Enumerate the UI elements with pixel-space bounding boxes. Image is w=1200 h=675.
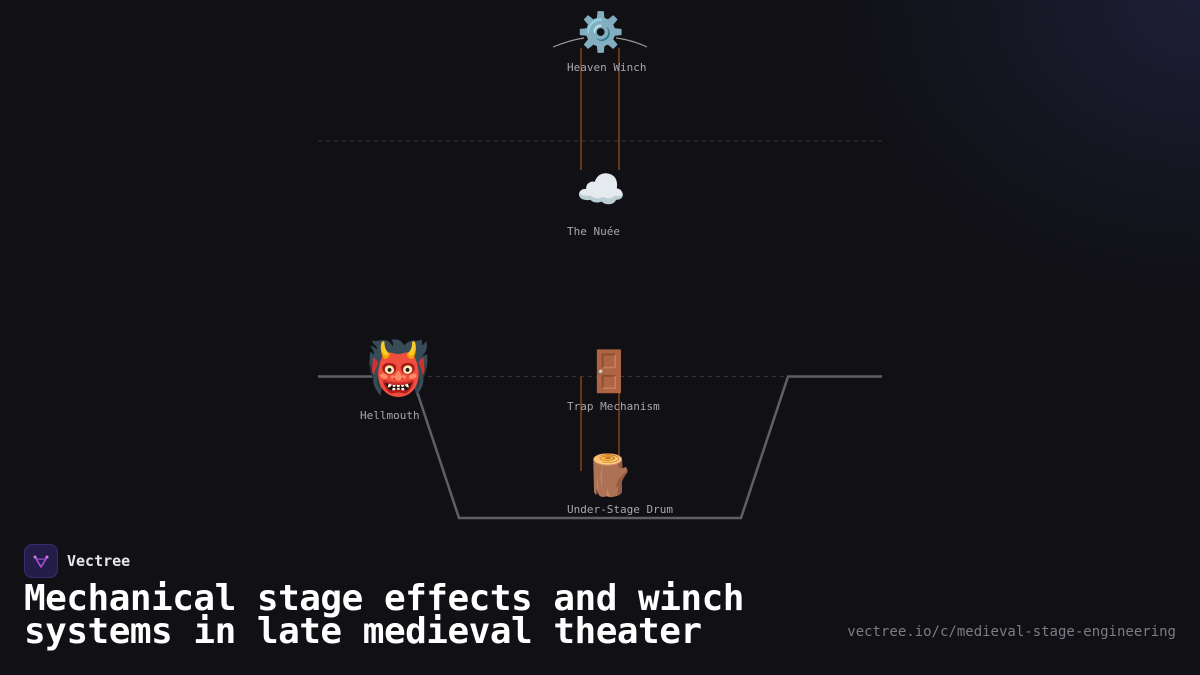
hellmouth-label: Hellmouth bbox=[360, 409, 420, 422]
title-line-1: Mechanical stage effects and winch bbox=[24, 578, 744, 619]
under-stage-drum-label: Under-Stage Drum bbox=[567, 503, 673, 516]
wood-log-icon: 🪵 bbox=[584, 453, 634, 499]
heaven-winch-label: Heaven Winch bbox=[567, 61, 647, 74]
gear-icon: ⚙️ bbox=[577, 10, 625, 54]
source-url[interactable]: vectree.io/c/medieval-stage-engineering bbox=[847, 624, 1176, 640]
vectree-logo-icon bbox=[24, 544, 58, 578]
the-nuee-label: The Nuée bbox=[567, 225, 620, 238]
winch-rope-arc-right bbox=[615, 37, 648, 48]
title-line-2: systems in late medieval theater bbox=[24, 611, 702, 652]
door-icon: 🚪 bbox=[584, 349, 634, 395]
cloud-icon: ☁️ bbox=[576, 167, 626, 213]
winch-rope-arc-left bbox=[552, 37, 585, 48]
ogre-face-icon: 👹 bbox=[366, 339, 431, 399]
trap-mechanism-label: Trap Mechanism bbox=[567, 400, 660, 413]
page-title: Mechanical stage effects and winch syste… bbox=[24, 578, 824, 652]
brand[interactable]: Vectree bbox=[24, 544, 130, 578]
brand-name: Vectree bbox=[67, 552, 131, 570]
stage-pit-outline bbox=[318, 375, 882, 520]
